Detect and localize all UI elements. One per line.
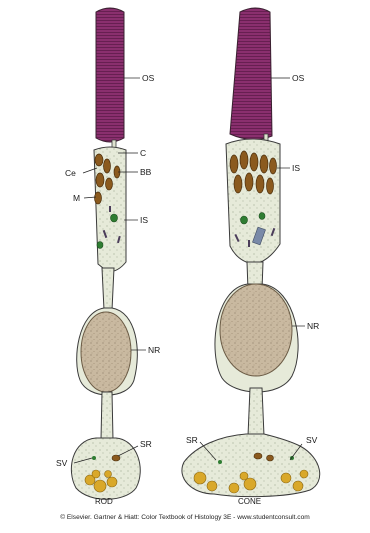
- rod-outer-fiber: [102, 268, 114, 310]
- rod-synaptic-terminal: [71, 438, 140, 499]
- cone-outer-segment: [230, 8, 272, 140]
- rod-label-sv: SV: [56, 458, 68, 468]
- rod-terminal-organelles: [92, 456, 96, 460]
- cone-label-nr: NR: [307, 321, 319, 331]
- rod-inner-fiber: [101, 392, 113, 440]
- rod-label-c: C: [140, 148, 146, 158]
- cone-inner-fiber: [248, 388, 264, 436]
- cone-nucleus: [220, 284, 292, 376]
- rod-cell: [71, 8, 140, 499]
- rod-nucleus: [81, 312, 131, 392]
- rod-label-ce: Ce: [65, 168, 76, 178]
- rod-label-nr: NR: [148, 345, 160, 355]
- rod-label-m: M: [73, 193, 80, 203]
- cone-label-os: OS: [292, 73, 305, 83]
- rod-outer-segment: [96, 8, 124, 142]
- cone-caption: CONE: [238, 497, 261, 506]
- rod-label-is: IS: [140, 215, 148, 225]
- rod-caption: ROD: [95, 497, 113, 506]
- cone-label-sr: SR: [186, 435, 198, 445]
- rod-label-os: OS: [142, 73, 155, 83]
- cone-label-is: IS: [292, 163, 300, 173]
- figure-credit: © Elsevier. Gartner & Hiatt: Color Textb…: [0, 514, 370, 521]
- rod-label-bb: BB: [140, 167, 152, 177]
- cone-label-sv: SV: [306, 435, 318, 445]
- rod-label-sr: SR: [140, 439, 152, 449]
